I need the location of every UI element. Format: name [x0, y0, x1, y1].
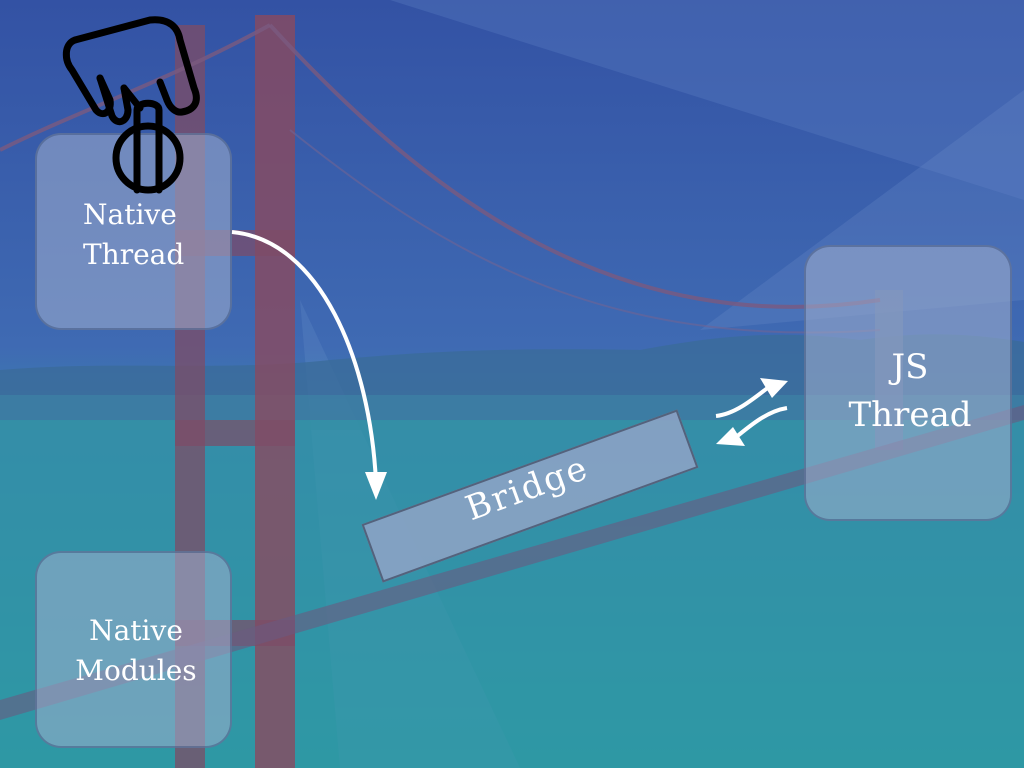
native-modules-line-1: Native [89, 614, 183, 647]
js-thread-label: JS Thread [806, 343, 1014, 439]
curved-arrow-down-icon [231, 230, 387, 500]
native-thread-label: Native Thread [83, 195, 184, 275]
native-modules-box: Native Modules [35, 551, 232, 748]
js-thread-box: JS Thread [804, 245, 1012, 521]
native-modules-line-2: Modules [75, 654, 197, 687]
js-thread-line-2: Thread [848, 395, 972, 435]
native-thread-line-1: Native [83, 198, 177, 231]
two-way-arrows-icon [715, 378, 788, 446]
native-thread-box: Native Thread [35, 133, 232, 330]
native-thread-line-2: Thread [83, 238, 185, 271]
js-thread-line-1: JS [891, 347, 929, 387]
native-modules-label: Native Modules [71, 611, 201, 691]
hand-pointer-icon [62, 16, 200, 194]
